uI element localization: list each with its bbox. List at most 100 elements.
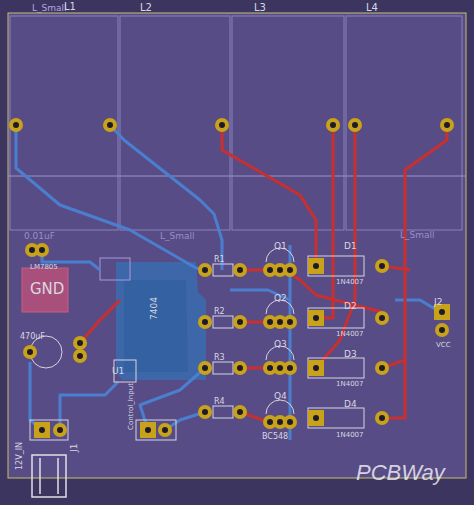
through-hole-pad xyxy=(237,409,243,415)
connector-housing xyxy=(32,455,66,497)
through-hole-pad xyxy=(267,267,273,273)
through-hole-pad xyxy=(439,327,445,333)
silkscreen-label: GND xyxy=(30,282,64,297)
silkscreen-label: R4 xyxy=(214,398,225,406)
silkscreen-label: 1N4007 xyxy=(336,432,364,439)
silkscreen-outline xyxy=(266,400,294,414)
through-hole-pad xyxy=(73,336,87,350)
through-hole-pad xyxy=(34,422,50,438)
silkscreen-label: D1 xyxy=(344,242,357,251)
through-hole-pad xyxy=(379,365,385,371)
through-hole-pad xyxy=(267,365,273,371)
silkscreen-label: D4 xyxy=(344,400,357,409)
front-copper-trace xyxy=(80,125,447,422)
through-hole-pad xyxy=(330,122,336,128)
silkscreen-label: R1 xyxy=(214,256,225,264)
connector-housing xyxy=(32,455,66,497)
through-hole-pad xyxy=(277,319,283,325)
silkscreen-label: 12V_IN xyxy=(16,442,24,470)
through-hole-pad xyxy=(440,118,454,132)
connector-housing xyxy=(57,458,59,494)
through-hole-pad xyxy=(375,361,389,375)
through-hole-pad xyxy=(57,427,63,433)
through-hole-pad xyxy=(308,258,324,274)
silkscreen-label: 1N4007 xyxy=(336,381,364,388)
silkscreen-outline xyxy=(308,256,364,276)
silkscreen-label: Control_Input xyxy=(128,383,135,430)
through-hole-pad xyxy=(308,310,324,326)
silkscreen-label: 1N4007 xyxy=(336,279,364,286)
back-copper-trace xyxy=(110,125,222,270)
through-hole-pad xyxy=(202,267,208,273)
silkscreen-outline xyxy=(308,308,364,328)
through-hole-pad xyxy=(198,263,212,277)
through-hole-pad xyxy=(107,122,113,128)
through-hole-pad xyxy=(53,423,67,437)
through-hole-pad xyxy=(308,360,324,376)
silkscreen-outline xyxy=(213,264,233,276)
through-hole-pad xyxy=(9,118,454,438)
through-hole-pad xyxy=(202,319,208,325)
silkscreen-outline xyxy=(308,408,364,428)
regulator-footprint xyxy=(22,258,130,312)
silkscreen-label: 7404 xyxy=(150,297,159,320)
board-outline xyxy=(8,13,466,478)
through-hole-pad xyxy=(103,118,117,132)
silkscreen-label: L_Small xyxy=(160,232,195,241)
inductor-footprint xyxy=(232,16,344,230)
through-hole-pad xyxy=(35,243,49,257)
through-hole-pad xyxy=(237,319,243,325)
through-hole-pad xyxy=(348,118,362,132)
silkscreen-outline xyxy=(213,406,233,418)
inductor-footprint xyxy=(8,176,466,177)
through-hole-pad xyxy=(77,340,83,346)
through-hole-pad xyxy=(435,323,449,337)
through-hole-pad xyxy=(444,122,450,128)
back-copper-trace xyxy=(16,125,205,270)
silkscreen-outline xyxy=(30,420,68,440)
through-hole-pad xyxy=(233,405,247,419)
silkscreen-label: R3 xyxy=(214,354,225,362)
through-hole-pad xyxy=(313,415,319,421)
through-hole-pad xyxy=(9,118,23,132)
watermark: PCBWay xyxy=(356,462,445,484)
silkscreen-label: D2 xyxy=(344,302,357,311)
through-hole-pad xyxy=(29,247,35,253)
through-hole-pad xyxy=(352,122,358,128)
through-hole-pad xyxy=(202,409,208,415)
silkscreen-label: L3 xyxy=(254,3,266,13)
silkscreen-label: VCC xyxy=(436,342,451,349)
through-hole-pad xyxy=(277,365,283,371)
silkscreen-outline xyxy=(30,248,364,440)
through-hole-pad xyxy=(283,315,297,329)
front-copper-trace xyxy=(316,125,333,318)
through-hole-pad xyxy=(313,263,319,269)
back-copper-trace xyxy=(140,368,205,430)
silkscreen-label: Q4 xyxy=(274,392,287,401)
silkscreen-label: L4 xyxy=(366,3,378,13)
through-hole-pad xyxy=(233,361,247,375)
silkscreen-label: L_Small xyxy=(400,231,435,240)
through-hole-pad xyxy=(283,263,297,277)
through-hole-pad xyxy=(277,267,283,273)
through-hole-pad xyxy=(27,349,33,355)
silkscreen-label: LM7805 xyxy=(30,264,58,271)
back-copper-trace xyxy=(60,382,118,430)
silkscreen-outline xyxy=(213,316,233,328)
silkscreen-label: J2 xyxy=(434,298,442,307)
silkscreen-label: L2 xyxy=(140,3,152,13)
silkscreen-outline xyxy=(136,420,176,440)
regulator-footprint xyxy=(22,268,68,312)
through-hole-pad xyxy=(219,122,225,128)
silkscreen-label: D3 xyxy=(344,350,357,359)
silkscreen-label: Q2 xyxy=(274,294,287,303)
silkscreen-outline xyxy=(213,362,233,374)
through-hole-pad xyxy=(379,315,385,321)
silkscreen-label: J1 xyxy=(70,444,79,452)
through-hole-pad xyxy=(277,419,283,425)
through-hole-pad xyxy=(198,361,212,375)
through-hole-pad xyxy=(375,411,389,425)
through-hole-pad xyxy=(313,315,319,321)
through-hole-pad xyxy=(73,349,87,363)
